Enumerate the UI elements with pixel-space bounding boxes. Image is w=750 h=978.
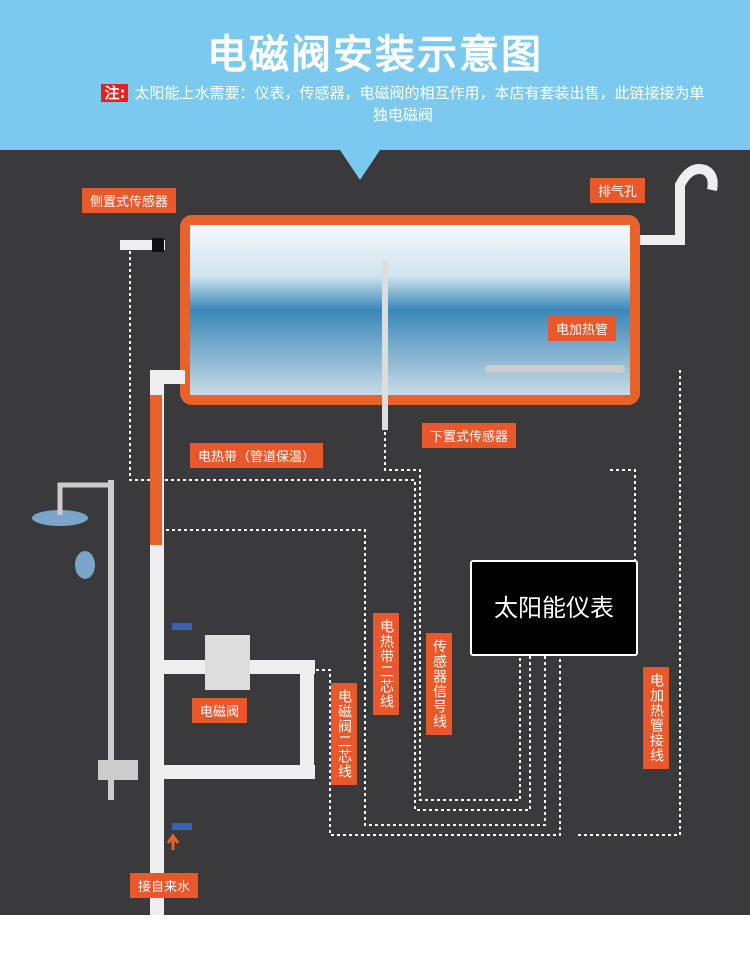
header-notch: [340, 150, 380, 180]
wiring-lines: [129, 245, 681, 836]
label-side-sensor: 侧置式传感器: [82, 188, 177, 213]
label-sensor-signal-wire: 传感器信号线: [426, 633, 452, 735]
label-heat-belt: 电热带（管道保温）: [190, 443, 324, 468]
valve-handle: [172, 823, 192, 830]
mixer-tap: [98, 760, 138, 780]
note-tag: 注:: [101, 84, 129, 102]
label-heater-wire: 电加热管接线: [643, 667, 669, 769]
hand-shower: [75, 551, 95, 579]
header-banner: 电磁阀安装示意图 注: 太阳能上水需要：仪表，传感器，电磁阀的相互作用，本店有套装…: [0, 0, 750, 150]
shower-rail: [108, 480, 114, 800]
label-bottom-sensor: 下置式传感器: [422, 423, 517, 448]
shower-head: [32, 510, 88, 526]
solenoid-valve: [205, 635, 250, 690]
heat-belt: [150, 395, 162, 545]
label-heater-tube: 电加热管: [548, 316, 617, 341]
heater-element: [485, 365, 625, 373]
bottom-sensor-probe: [382, 260, 388, 430]
label-tap-water: 接自来水: [130, 873, 199, 898]
up-arrow-icon: [166, 833, 180, 850]
valve-handle: [172, 623, 192, 630]
label-solenoid-wire: 电磁阀二芯线: [331, 683, 357, 785]
vent-pipe: [640, 164, 718, 245]
label-solenoid: 电磁阀: [192, 698, 248, 723]
page-title: 电磁阀安装示意图: [207, 32, 543, 78]
label-vent: 排气孔: [590, 178, 646, 203]
note: 注: 太阳能上水需要：仪表，传感器，电磁阀的相互作用，本店有套装出售，此链接接为单…: [98, 82, 708, 126]
label-heat-belt-wire: 电热带二芯线: [373, 613, 399, 715]
note-text: 太阳能上水需要：仪表，传感器，电磁阀的相互作用，本店有套装出售，此链接接为单独电…: [134, 84, 705, 124]
solar-meter: 太阳能仪表: [470, 560, 638, 656]
